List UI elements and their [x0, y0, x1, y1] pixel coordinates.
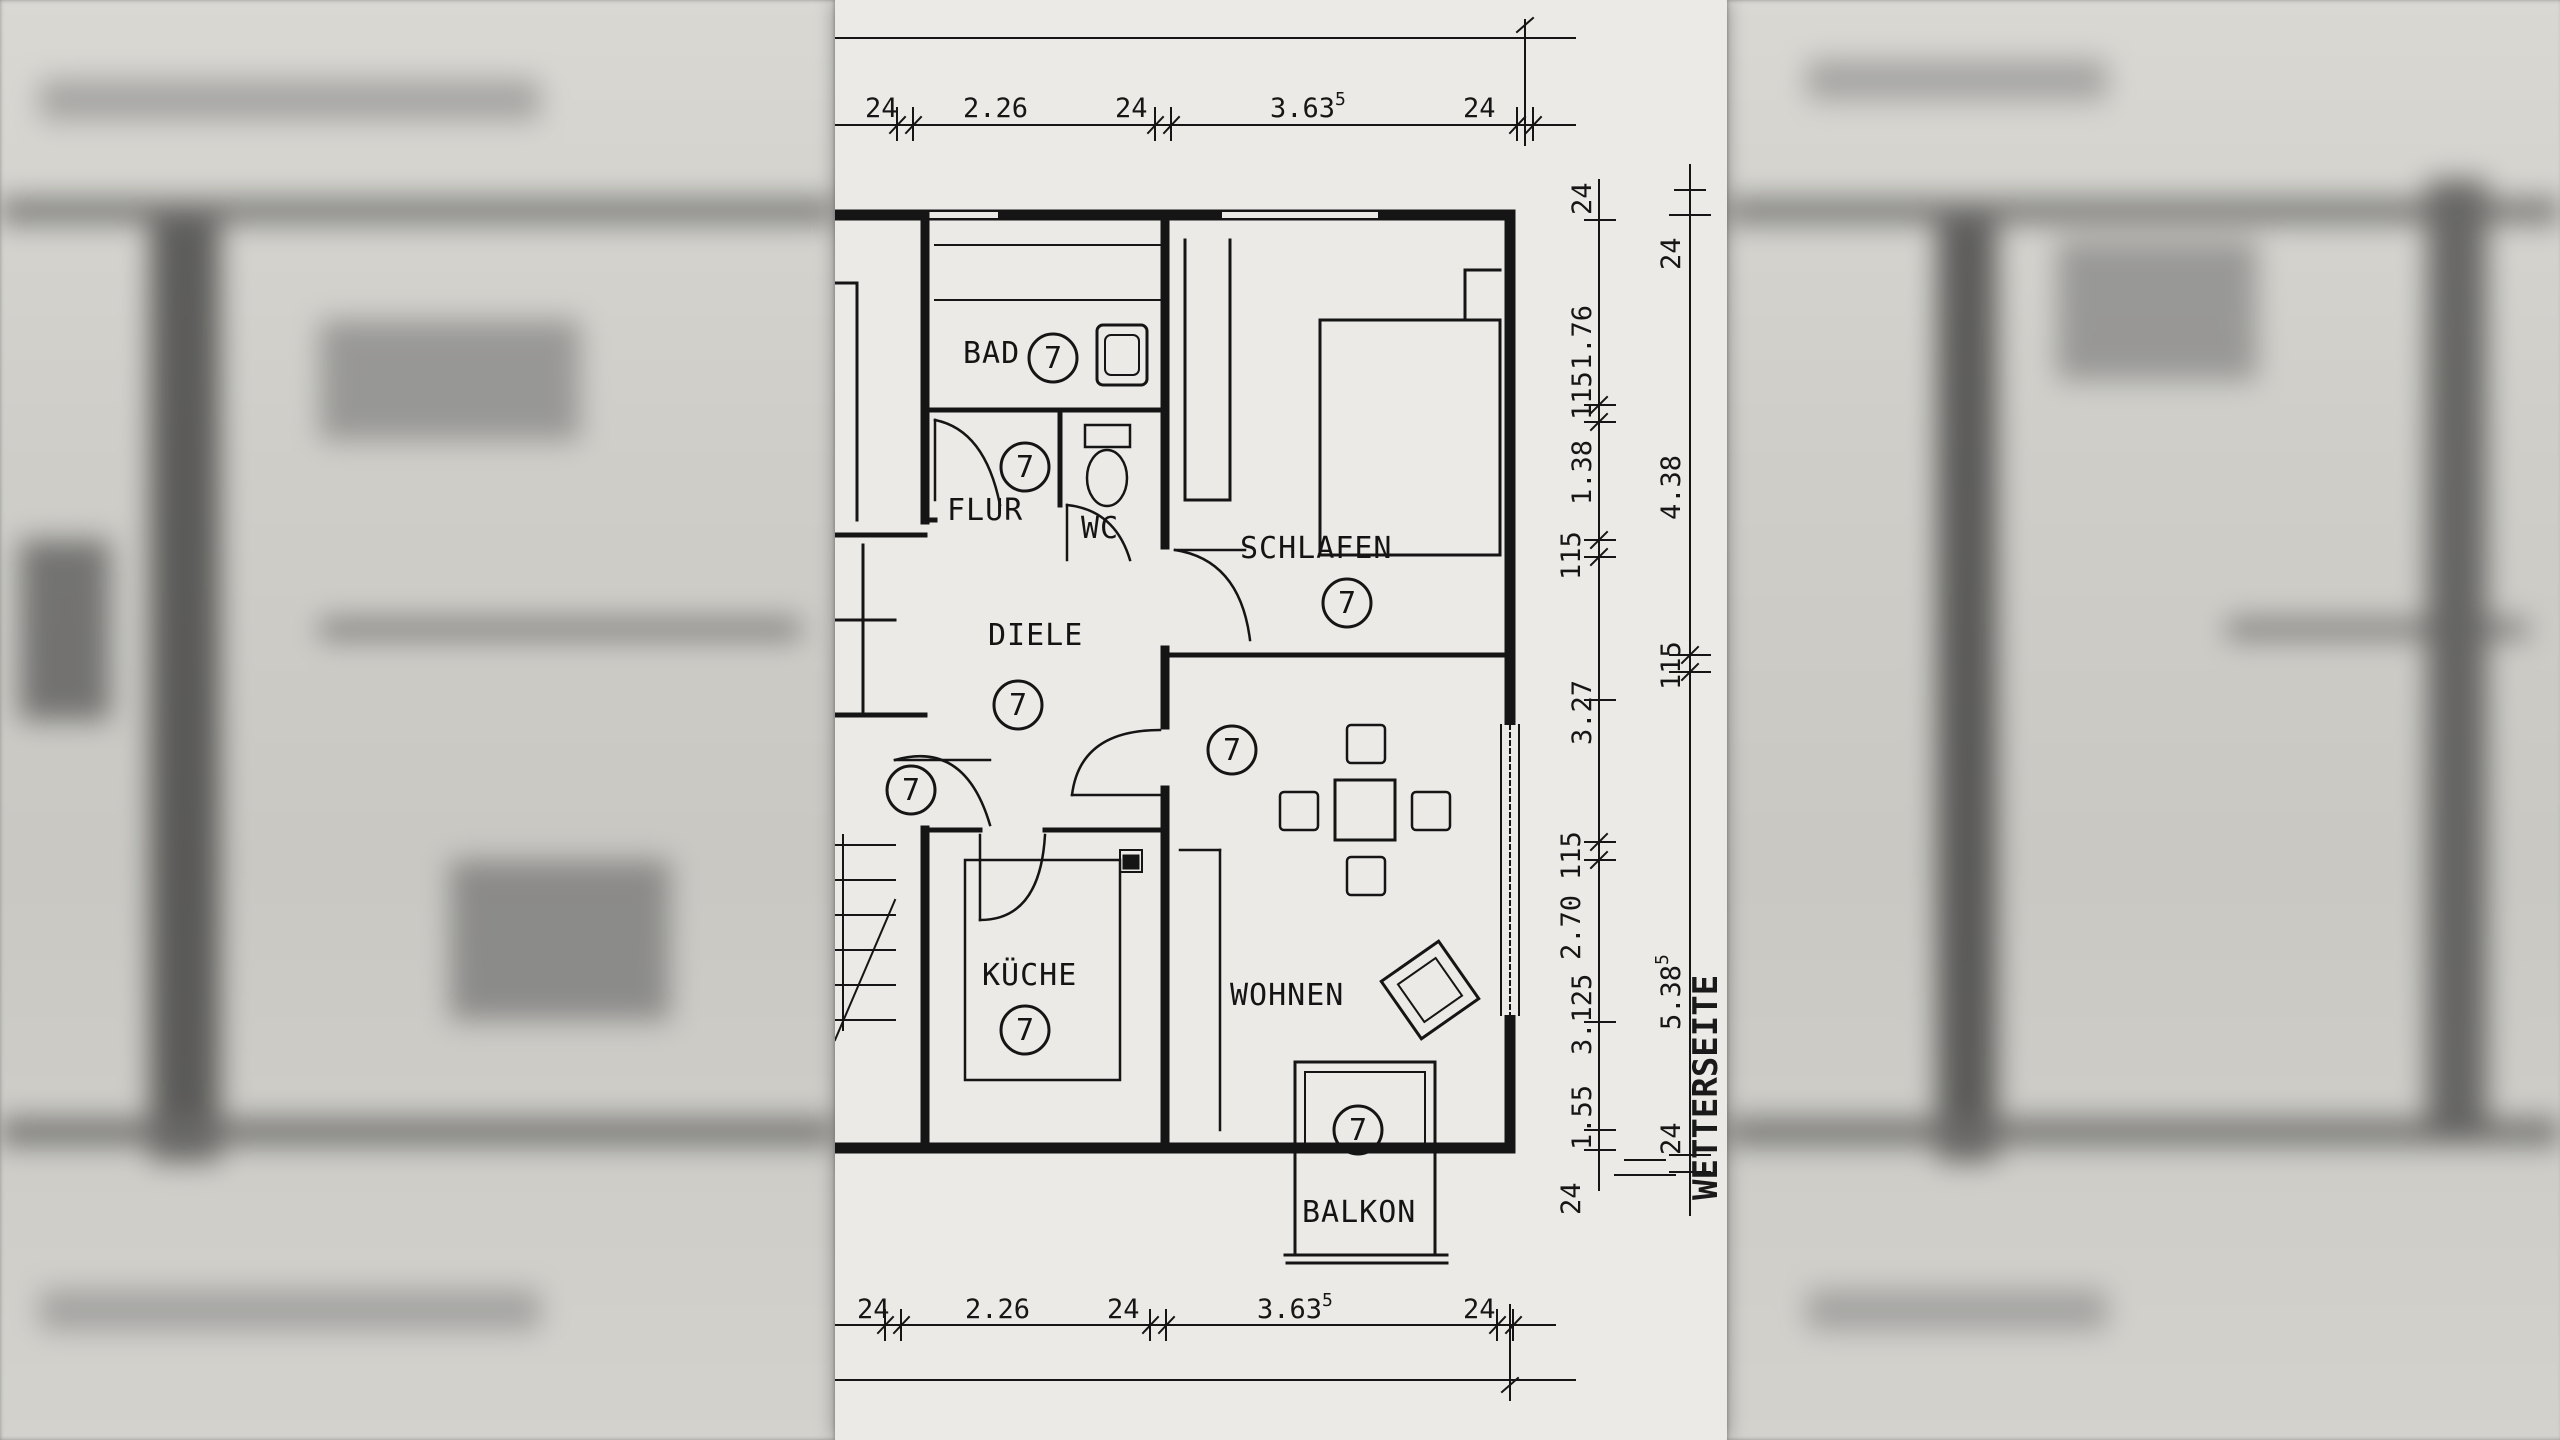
- dim-right-kueche-height: 2.70: [1556, 895, 1587, 960]
- dim-right-balkon-height: 1.55: [1567, 1085, 1598, 1150]
- dim-right-wall-1: 115: [1567, 371, 1598, 420]
- dim-bottom-wall-mid: 24: [1107, 1294, 1140, 1325]
- room-label-diele: DIELE: [988, 618, 1083, 653]
- room-label-balkon: BALKON: [1302, 1195, 1416, 1230]
- room-marker: 7: [1009, 688, 1028, 723]
- dim-right-bottom-wall: 24: [1556, 1182, 1587, 1215]
- room-label-wohnen: WOHNEN: [1230, 978, 1344, 1013]
- room-marker: 7: [1044, 341, 1063, 376]
- dim-right-wall-2: 115: [1556, 531, 1587, 580]
- room-label-bad: BAD: [963, 336, 1020, 371]
- floor-plan-sheet: BAD FLUR WC SCHLAFEN DIELE KÜCHE WOHNEN …: [835, 0, 1727, 1440]
- dim-bottom-wall-right: 24: [1463, 1294, 1496, 1325]
- room-marker: 7: [902, 773, 921, 808]
- dim-outer-top-wall: 24: [1656, 237, 1687, 270]
- room-label-schlafen: SCHLAFEN: [1240, 531, 1393, 566]
- room-label-wc: WC: [1081, 511, 1119, 546]
- room-label-kueche: KÜCHE: [982, 957, 1077, 993]
- dim-bottom-width-right: 3.635: [1257, 1290, 1333, 1325]
- dim-outer-wohnen-height: 5.385: [1652, 954, 1687, 1030]
- dim-right-bad-height: 1.76: [1567, 305, 1598, 370]
- dim-right-top-wall: 24: [1567, 182, 1598, 215]
- dim-bottom-wall-left: 24: [857, 1294, 890, 1325]
- dim-right-wall-3: 115: [1556, 831, 1587, 880]
- blurred-background-right: [1727, 0, 2560, 1440]
- floor-plan: BAD FLUR WC SCHLAFEN DIELE KÜCHE WOHNEN …: [835, 16, 1726, 1401]
- room-marker: 7: [1016, 450, 1035, 485]
- blurred-background-left: [0, 0, 835, 1440]
- dim-top-wall-left: 24: [865, 93, 898, 124]
- dim-top-wall-mid: 24: [1115, 93, 1148, 124]
- dim-bottom-width-left: 2.26: [965, 1294, 1030, 1325]
- dim-top-wall-right: 24: [1463, 93, 1496, 124]
- dim-top-width-left: 2.26: [963, 93, 1028, 124]
- dim-outer-schlafen-height: 4.38: [1656, 455, 1687, 520]
- edge-text: WETTERSEITE: [1686, 975, 1726, 1200]
- room-marker: 7: [1223, 733, 1242, 768]
- room-marker: 7: [1016, 1013, 1035, 1048]
- dim-right-flur-height: 1.38: [1567, 440, 1598, 505]
- dim-right-wohnen-height: 3.125: [1567, 974, 1598, 1055]
- room-label-flur: FLUR: [947, 493, 1023, 528]
- dim-right-diele-height: 3.27: [1567, 680, 1598, 745]
- dim-top-width-right: 3.635: [1270, 89, 1346, 124]
- room-marker: 7: [1338, 586, 1357, 621]
- dim-outer-wall: 115: [1656, 641, 1687, 690]
- room-marker: 7: [1349, 1113, 1368, 1148]
- dim-outer-bottom-wall: 24: [1656, 1122, 1687, 1155]
